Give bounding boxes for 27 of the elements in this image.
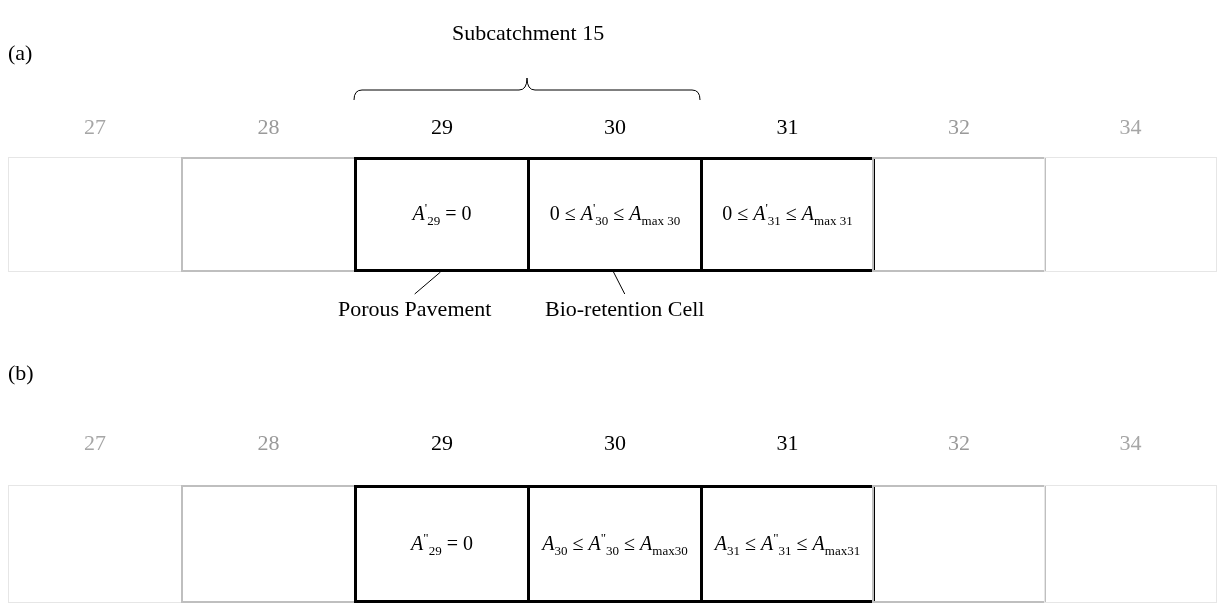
cell-number: 29 — [430, 113, 454, 141]
cell-number: 30 — [603, 113, 627, 141]
cell-number: 27 — [83, 429, 107, 457]
cell-number: 30 — [603, 429, 627, 457]
formula: 0 ≤ A$^{'}$$_{30}$ ≤ A$_{max 30}$ — [549, 200, 681, 229]
leader-line — [613, 271, 626, 295]
part-label: Bio-retention Cell — [545, 296, 705, 322]
leader-line — [414, 271, 441, 295]
formula: 0 ≤ A$^{'}$$_{31}$ ≤ A$_{max 31}$ — [722, 200, 853, 229]
cell-number: 34 — [1118, 429, 1143, 457]
panel-label: (a) — [8, 40, 33, 66]
cell-number: 31 — [775, 429, 800, 457]
formula: A$_{31}$ ≤ A$^{"}$$_{31}$ ≤ A$_{max31}$ — [714, 529, 861, 559]
cell-number: 28 — [256, 113, 281, 141]
panel-label: (b) — [8, 360, 34, 386]
group-label: Subcatchment 15 — [452, 20, 605, 46]
formula: A$^{"}$$_{29}$ = 0 — [411, 529, 473, 559]
cell-number: 34 — [1118, 113, 1143, 141]
cell-number: 31 — [775, 113, 800, 141]
cell-number: 32 — [947, 113, 971, 141]
cell-number: 32 — [947, 429, 971, 457]
cell-number: 29 — [430, 429, 454, 457]
cell-number: 28 — [256, 429, 281, 457]
formula: A$^{'}$$_{29}$ = 0 — [412, 200, 472, 229]
formula: A$_{30}$ ≤ A$^{"}$$_{30}$ ≤ A$_{max30}$ — [542, 529, 688, 559]
part-label: Porous Pavement — [338, 296, 492, 322]
cell-number: 27 — [83, 113, 107, 141]
